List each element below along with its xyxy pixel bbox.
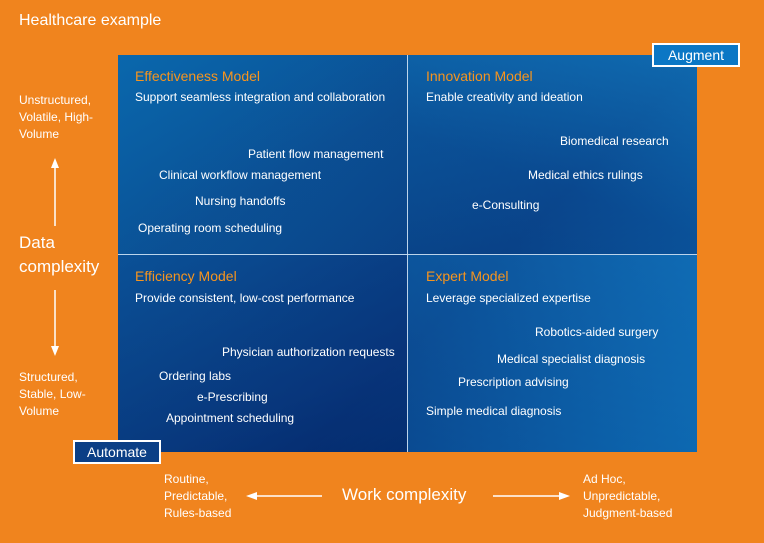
quadrant-subtitle: Provide consistent, low-cost performance	[135, 291, 355, 305]
quadrant-divider-horizontal	[118, 254, 697, 255]
list-item: Physician authorization requests	[222, 345, 395, 359]
list-item: Clinical workflow management	[159, 168, 322, 182]
quadrant-subtitle: Enable creativity and ideation	[426, 90, 583, 104]
quadrant-title: Effectiveness Model	[135, 68, 261, 84]
x-axis-label: Work complexity	[342, 485, 467, 504]
list-item: Simple medical diagnosis	[426, 404, 562, 418]
list-item: Patient flow management	[248, 147, 384, 161]
quadrant-effectiveness: Effectiveness Model Support seamless int…	[118, 55, 407, 254]
y-axis-label: Data complexity	[19, 233, 100, 276]
y-axis-up-arrowhead	[51, 158, 59, 168]
list-item: Biomedical research	[560, 134, 669, 148]
quadrant-subtitle: Support seamless integration and collabo…	[135, 90, 386, 104]
list-item: Appointment scheduling	[166, 411, 295, 425]
x-axis-left-arrowhead	[246, 492, 257, 500]
augment-badge: Augment	[652, 43, 740, 67]
list-item: Robotics-aided surgery	[535, 325, 659, 339]
x-axis-left-label: Routine, Predictable, Rules-based	[164, 472, 232, 520]
y-axis-bottom-label: Structured, Stable, Low-Volume	[19, 370, 86, 418]
y-axis-down-arrowhead	[51, 346, 59, 356]
quadrant-efficiency: Efficiency Model Provide consistent, low…	[118, 255, 407, 452]
quadrant-expert: Expert Model Leverage specialized expert…	[408, 255, 697, 452]
list-item: Medical specialist diagnosis	[497, 352, 646, 366]
list-item: e-Prescribing	[197, 390, 268, 404]
quadrant-innovation: Innovation Model Enable creativity and i…	[408, 55, 697, 254]
quadrant-title: Expert Model	[426, 268, 509, 284]
x-axis-right-arrowhead	[559, 492, 570, 500]
page-title: Healthcare example	[19, 12, 162, 29]
list-item: Operating room scheduling	[138, 221, 283, 235]
quadrant-subtitle: Leverage specialized expertise	[426, 291, 591, 305]
automate-badge: Automate	[73, 440, 161, 464]
x-axis-right-label: Ad Hoc, Unpredictable, Judgment-based	[583, 472, 673, 520]
list-item: Medical ethics rulings	[528, 168, 643, 182]
quadrant-divider-vertical	[407, 55, 408, 452]
quadrant-title: Innovation Model	[426, 68, 533, 84]
list-item: Nursing handoffs	[195, 194, 286, 208]
quadrant-grid: Effectiveness Model Support seamless int…	[118, 55, 697, 452]
quadrant-title: Efficiency Model	[135, 268, 237, 284]
list-item: Ordering labs	[159, 369, 232, 383]
y-axis-top-label: Unstructured, Volatile, High-Volume	[19, 93, 94, 141]
list-item: Prescription advising	[458, 375, 569, 389]
list-item: e-Consulting	[472, 198, 540, 212]
